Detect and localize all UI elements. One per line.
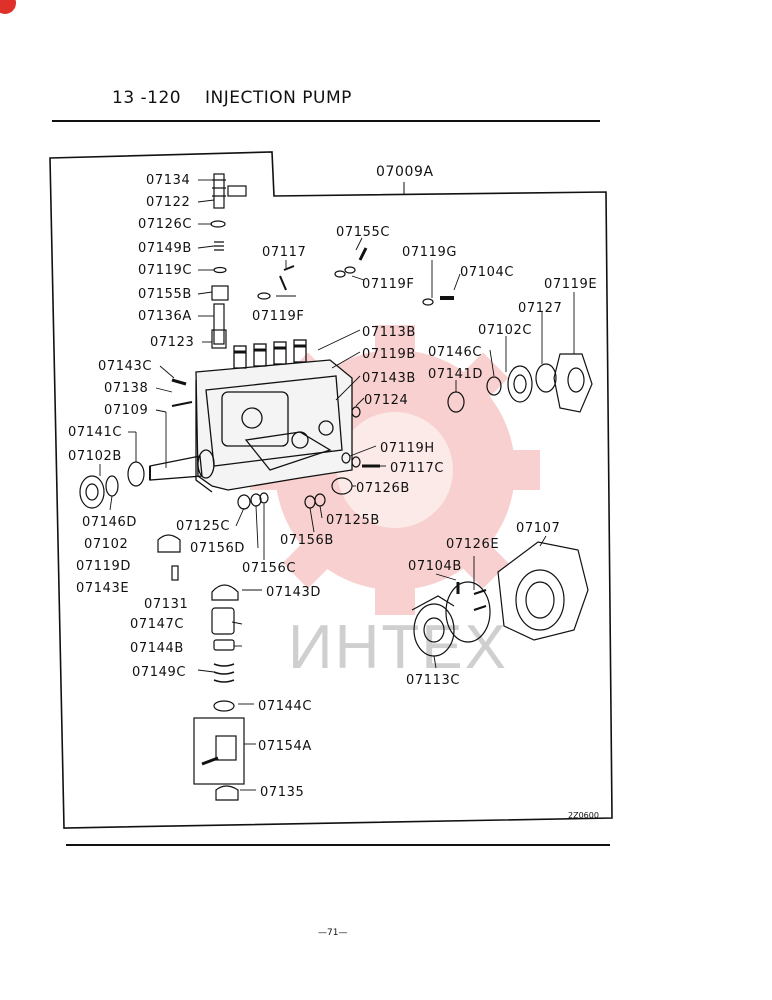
part-label: 07149B xyxy=(138,241,192,256)
part-label: 07143C xyxy=(98,359,152,374)
part-label: 07119F xyxy=(252,309,304,324)
part-label: 07126B xyxy=(356,481,410,496)
leader-lines xyxy=(99,179,575,791)
part-label: 07113C xyxy=(406,673,460,688)
part-label: 07119F xyxy=(362,277,414,292)
part-label: 07102B xyxy=(68,449,122,464)
part-label: 07113B xyxy=(362,325,416,340)
bottom-rule xyxy=(66,844,610,846)
part-label: 07119C xyxy=(138,263,192,278)
part-label: 07144B xyxy=(130,641,184,656)
part-label: 07125C xyxy=(176,519,230,534)
part-label: 07123 xyxy=(150,335,194,350)
part-label: 07138 xyxy=(104,381,148,396)
right-side-parts xyxy=(331,353,593,657)
part-label: 07119H xyxy=(380,441,435,456)
part-label: 07107 xyxy=(516,521,560,536)
part-label: 07119E xyxy=(544,277,597,292)
drawing-code: 2Z0600 xyxy=(568,811,599,820)
part-label: 07143D xyxy=(266,585,321,600)
part-label: 07104B xyxy=(408,559,462,574)
part-label: 07109 xyxy=(104,403,148,418)
watermark-text: ИНТЕХ xyxy=(288,613,508,682)
assembly-label: 07009A xyxy=(376,164,434,180)
part-label: 07141C xyxy=(68,425,122,440)
part-label: 07102C xyxy=(478,323,532,338)
part-label: 07135 xyxy=(260,785,304,800)
part-label: 07127 xyxy=(518,301,562,316)
part-label: 07119B xyxy=(362,347,416,362)
part-label: 07156C xyxy=(242,561,296,576)
part-label: 07149C xyxy=(132,665,186,680)
part-label: 07117C xyxy=(390,461,444,476)
part-label: 07131 xyxy=(144,597,188,612)
part-label: 07136A xyxy=(138,309,192,324)
part-label: 07119G xyxy=(402,245,457,260)
part-label: 07124 xyxy=(364,393,408,408)
part-label: 07156B xyxy=(280,533,334,548)
part-label: 07156D xyxy=(190,541,245,556)
part-label: 07146D xyxy=(82,515,137,530)
part-label: 07141D xyxy=(428,367,483,382)
part-label: 07147C xyxy=(130,617,184,632)
top-rule xyxy=(52,120,600,122)
part-label: 07134 xyxy=(146,173,190,188)
assembly-frame xyxy=(49,151,613,829)
part-label: 07122 xyxy=(146,195,190,210)
part-label: 07125B xyxy=(326,513,380,528)
part-label: 07146C xyxy=(428,345,482,360)
part-label: 07117 xyxy=(262,245,306,260)
section-number: 13 -120 xyxy=(112,88,182,108)
part-labels: 07134 07122 07126C 07149B 07119C 07155B … xyxy=(68,173,597,800)
part-label: 07102 xyxy=(84,537,128,552)
part-label: 07126C xyxy=(138,217,192,232)
page-title: INJECTION PUMP xyxy=(205,88,352,108)
left-stack-parts xyxy=(79,173,454,801)
corner-badge xyxy=(0,0,16,14)
part-label: 07126E xyxy=(446,537,499,552)
part-label: 07144C xyxy=(258,699,312,714)
part-label: 07119D xyxy=(76,559,131,574)
page-number: —71— xyxy=(318,928,348,938)
part-label: 07154A xyxy=(258,739,312,754)
part-label: 07155B xyxy=(138,287,192,302)
part-label: 07155C xyxy=(336,225,390,240)
part-label: 07104C xyxy=(460,265,514,280)
pump-body xyxy=(149,339,353,493)
part-label: 07143E xyxy=(76,581,129,596)
page-header: 13 -120 INJECTION PUMP xyxy=(112,88,352,108)
part-label: 07143B xyxy=(362,371,416,386)
